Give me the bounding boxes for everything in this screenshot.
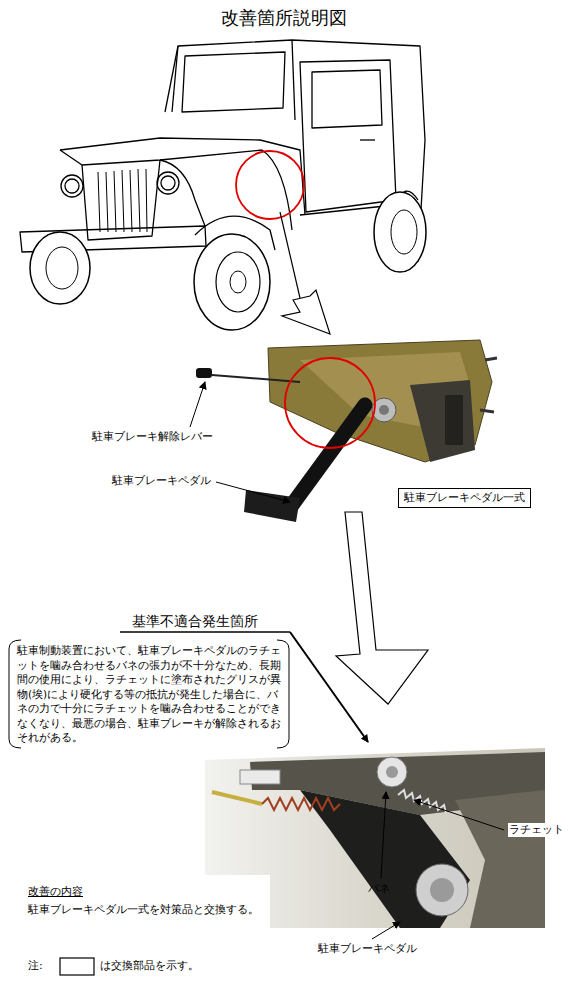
leader-line: [290, 632, 368, 742]
heading-underline: [120, 631, 290, 633]
replacement-part-box: 駐車ブレーキペダル一式: [398, 488, 531, 508]
note-text: 注:: [28, 959, 43, 973]
highlight-circle: [285, 358, 375, 448]
vehicle-drawing: [20, 40, 425, 262]
callout-frame: 駐車制動装置において、駐車ブレーキペダルのラチェットを噛み合わせるバネの張力が不…: [8, 639, 290, 749]
bracket-path: [9, 640, 289, 748]
closeup-photo: [205, 748, 545, 928]
note-box-sample: [60, 958, 94, 975]
title: 改善箇所説明図: [0, 6, 568, 29]
part-label: バネ: [368, 882, 390, 896]
body-text: 駐車ブレーキペダル一式を対策品と交換する。: [28, 903, 259, 917]
hollow-arrow: [280, 212, 330, 334]
callout-heading: 基準不適合発生箇所: [132, 612, 290, 630]
callout-text: 駐車制動装置において、駐車ブレーキペダルのラチェットを噛み合わせるバネの張力が不…: [8, 639, 290, 749]
box-text: 駐車ブレーキペダル一式: [404, 491, 525, 505]
part-label: 駐車ブレーキペダル: [318, 942, 417, 956]
callout: 基準不適合発生箇所駐車制動装置において、駐車ブレーキペダルのラチェットを噛み合わ…: [8, 612, 290, 749]
hollow-arrow: [336, 512, 428, 704]
vehicle-wheels: [30, 192, 426, 330]
section-heading: 改善の内容: [28, 885, 83, 899]
part-label: 駐車ブレーキ解除レバー: [92, 430, 213, 444]
part-label: ラチェット: [508, 823, 565, 837]
highlight-circle: [236, 151, 304, 219]
part-label: 駐車ブレーキペダル: [112, 474, 211, 488]
note-text: は交換部品を示す。: [100, 959, 199, 973]
